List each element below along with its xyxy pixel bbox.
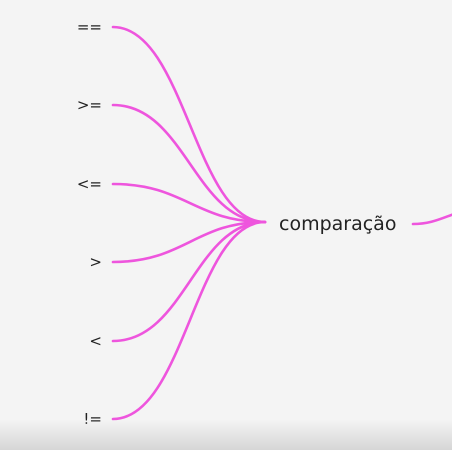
edge-branch-lt: [111, 220, 267, 343]
branch-node-ge[interactable]: >=: [76, 96, 102, 114]
branch-node-lt[interactable]: <: [89, 332, 102, 350]
edge-branch-ne: [111, 220, 267, 421]
branch-node-le[interactable]: <=: [76, 175, 102, 193]
edge-branch-eq: [111, 25, 267, 224]
edge-branch-le: [111, 182, 267, 224]
bottom-edge-shadow: [0, 420, 452, 450]
edge-branch-ge: [111, 103, 267, 224]
center-node-comparacao[interactable]: comparação: [279, 213, 397, 235]
edge-branch-gt: [111, 220, 267, 264]
edge-center-outgoing: [411, 213, 452, 226]
branch-node-gt[interactable]: >: [89, 253, 102, 271]
branch-node-eq[interactable]: ==: [76, 18, 102, 36]
